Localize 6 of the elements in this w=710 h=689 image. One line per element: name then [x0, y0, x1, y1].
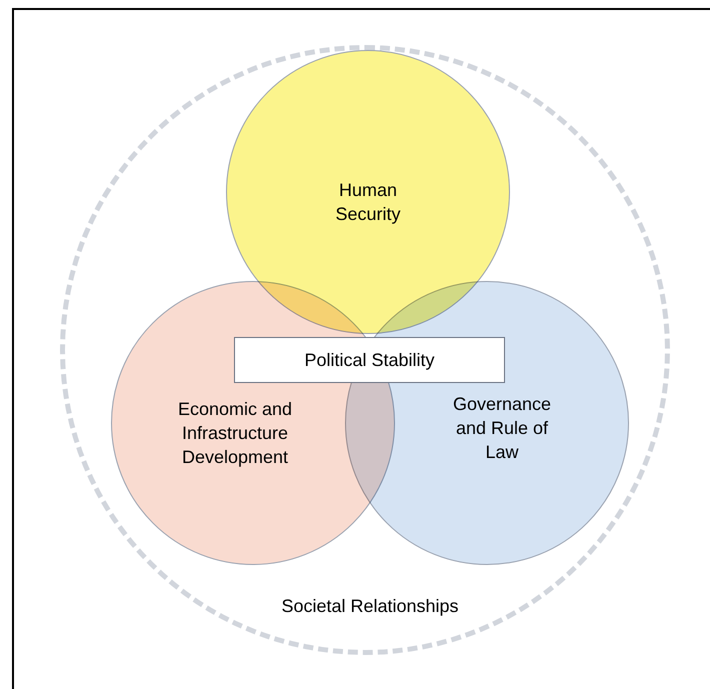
group-label: Societal Relationships: [280, 595, 460, 618]
circle-label: Human Security: [334, 179, 402, 226]
circle-label: Governance and Rule of Law: [452, 393, 552, 464]
circle-label: Economic and Infrastructure Development: [176, 398, 294, 469]
label-box: [234, 337, 505, 383]
circle-label: Political Stability: [304, 349, 435, 372]
